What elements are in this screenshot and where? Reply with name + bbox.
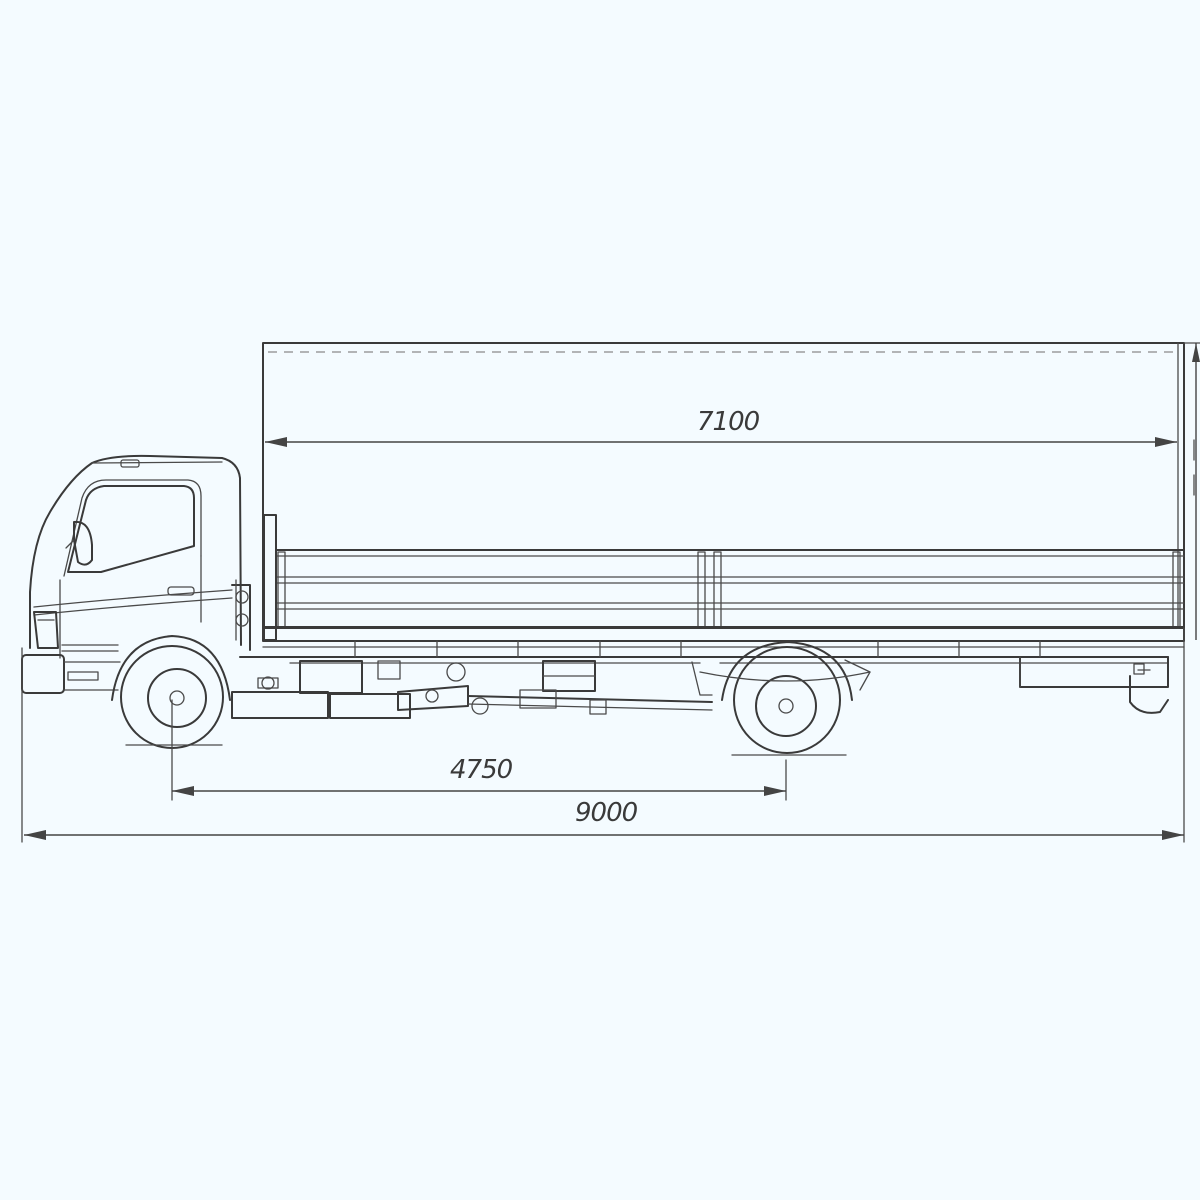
dimension-height-partial xyxy=(1183,342,1200,640)
dimension-label-wheelbase: 4750 xyxy=(450,755,513,785)
front-wheel xyxy=(111,635,231,749)
rear-wheel xyxy=(691,641,871,756)
dimension-label-overall-length: 9000 xyxy=(575,798,638,828)
dimension-body-length: 7100 xyxy=(265,407,1177,447)
undercarriage xyxy=(231,660,1169,719)
dimension-overall-length: 9000 xyxy=(21,627,1185,843)
dimension-wheelbase: 4750 xyxy=(171,699,787,801)
chassis-frame xyxy=(239,626,1185,688)
cargo-sideboards xyxy=(263,514,1185,641)
dimension-label-body-length: 7100 xyxy=(697,407,760,437)
cargo-tent xyxy=(262,342,1185,629)
